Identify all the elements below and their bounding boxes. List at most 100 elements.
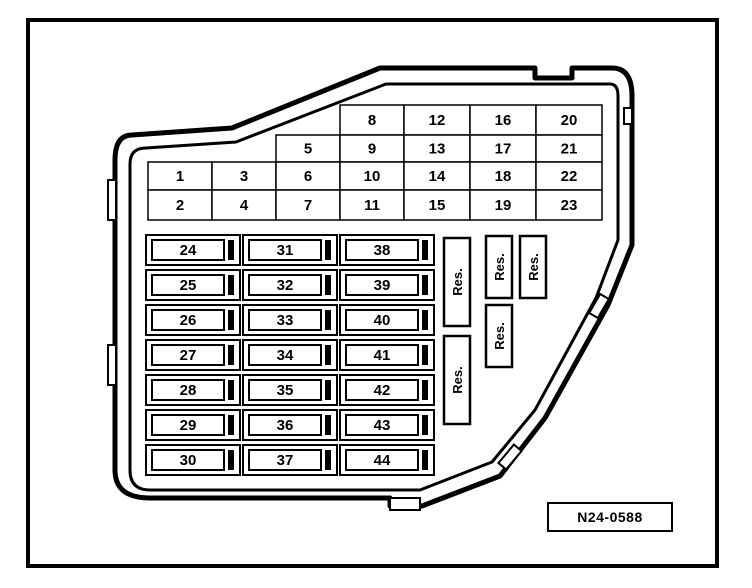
small-fuse: 23 — [535, 189, 603, 221]
small-fuse-label: 21 — [561, 141, 578, 158]
small-fuse-label: 10 — [364, 168, 381, 185]
blade-fuse-grid: 2425262728293031323334353637383940414243… — [145, 234, 435, 476]
blade-fuse: 43 — [339, 409, 435, 441]
small-fuse-cell — [535, 161, 603, 191]
small-fuse: 1 — [147, 161, 213, 191]
blade-fuse-body — [345, 309, 419, 331]
small-fuse-label: 4 — [240, 197, 249, 214]
blade-fuse: 30 — [145, 444, 241, 476]
blade-fuse-body — [151, 379, 225, 401]
blade-fuse: 35 — [242, 374, 338, 406]
blade-fuse-body — [248, 449, 322, 471]
blade-fuse-terminal — [422, 275, 428, 295]
blade-fuse: 33 — [242, 304, 338, 336]
small-fuse: 16 — [469, 104, 537, 136]
blade-fuse-label: 37 — [277, 452, 294, 469]
blade-fuse-terminal — [228, 450, 234, 470]
housing-lug — [389, 497, 421, 511]
blade-fuse-terminal — [422, 415, 428, 435]
reserve-slots: Res.Res.Res.Res.Res. — [442, 234, 548, 426]
small-fuse: 22 — [535, 161, 603, 191]
small-fuse-label: 14 — [429, 168, 446, 185]
blade-fuse-terminal — [325, 275, 331, 295]
blade-fuse: 29 — [145, 409, 241, 441]
blade-fuse-terminal — [422, 345, 428, 365]
blade-fuse-label: 43 — [374, 417, 391, 434]
small-fuse-label: 17 — [495, 141, 512, 158]
small-fuse-cell — [535, 134, 603, 163]
small-fuse-label: 23 — [561, 197, 578, 214]
blade-fuse-label: 33 — [277, 312, 294, 329]
blade-fuse-label: 38 — [374, 242, 391, 259]
blade-fuse-body — [345, 379, 419, 401]
small-fuse-cell — [469, 189, 537, 221]
blade-fuse-label: 28 — [180, 382, 197, 399]
reserve-slot: Res. — [484, 303, 514, 369]
blade-fuse-label: 31 — [277, 242, 294, 259]
housing-lug — [497, 443, 523, 471]
blade-fuse: 39 — [339, 269, 435, 301]
small-fuse: 15 — [403, 189, 471, 221]
blade-fuse: 32 — [242, 269, 338, 301]
blade-fuse-label: 42 — [374, 382, 391, 399]
blade-fuse-terminal — [325, 345, 331, 365]
blade-fuse-label: 35 — [277, 382, 294, 399]
reserve-slot-label: Res. — [450, 268, 465, 295]
reserve-slot-outline — [518, 234, 548, 300]
blade-fuse-body — [151, 274, 225, 296]
blade-fuse: 38 — [339, 234, 435, 266]
reserve-slot-label: Res. — [492, 253, 507, 280]
small-fuse-cell — [211, 189, 277, 221]
blade-fuse-terminal — [325, 310, 331, 330]
blade-fuse: 25 — [145, 269, 241, 301]
blade-fuse-body — [151, 344, 225, 366]
small-fuse-label: 15 — [429, 197, 446, 214]
blade-fuse-terminal — [228, 275, 234, 295]
blade-fuse: 44 — [339, 444, 435, 476]
blade-fuse-label: 30 — [180, 452, 197, 469]
small-fuse-cell — [469, 161, 537, 191]
blade-fuse-terminal — [422, 240, 428, 260]
blade-fuse: 40 — [339, 304, 435, 336]
blade-fuse-label: 44 — [374, 452, 391, 469]
reserve-slot-outline — [484, 303, 514, 369]
small-fuse: 4 — [211, 189, 277, 221]
blade-fuse: 36 — [242, 409, 338, 441]
blade-fuse-body — [345, 239, 419, 261]
housing-lug — [623, 107, 633, 125]
blade-fuse-body — [248, 309, 322, 331]
small-fuse: 2 — [147, 189, 213, 221]
small-fuse: 19 — [469, 189, 537, 221]
small-fuse: 21 — [535, 134, 603, 163]
housing-lug — [107, 344, 117, 386]
blade-fuse-body — [151, 239, 225, 261]
small-fuse-cell — [275, 161, 341, 191]
small-fuse: 11 — [339, 189, 405, 221]
small-fuse: 10 — [339, 161, 405, 191]
blade-fuse-label: 40 — [374, 312, 391, 329]
reserve-slot-outline — [442, 236, 472, 328]
small-fuse-cell — [535, 104, 603, 136]
blade-fuse-terminal — [325, 240, 331, 260]
blade-fuse-body — [345, 414, 419, 436]
small-fuse: 8 — [339, 104, 405, 136]
blade-fuse-label: 39 — [374, 277, 391, 294]
small-fuse: 17 — [469, 134, 537, 163]
housing-lug — [107, 179, 117, 221]
blade-fuse-label: 26 — [180, 312, 197, 329]
blade-fuse-body — [248, 274, 322, 296]
small-fuse-label: 5 — [304, 141, 312, 158]
reference-code-label: N24-0588 — [547, 502, 673, 532]
blade-fuse-terminal — [422, 450, 428, 470]
small-fuse-label: 19 — [495, 197, 512, 214]
blade-fuse-terminal — [228, 310, 234, 330]
blade-fuse-body — [248, 344, 322, 366]
small-fuse-label: 11 — [364, 197, 380, 214]
blade-fuse-terminal — [228, 380, 234, 400]
blade-fuse-terminal — [422, 310, 428, 330]
blade-fuse: 27 — [145, 339, 241, 371]
reserve-slot: Res. — [442, 236, 472, 328]
small-fuse-label: 6 — [304, 168, 312, 185]
small-fuse-cell — [339, 104, 405, 136]
